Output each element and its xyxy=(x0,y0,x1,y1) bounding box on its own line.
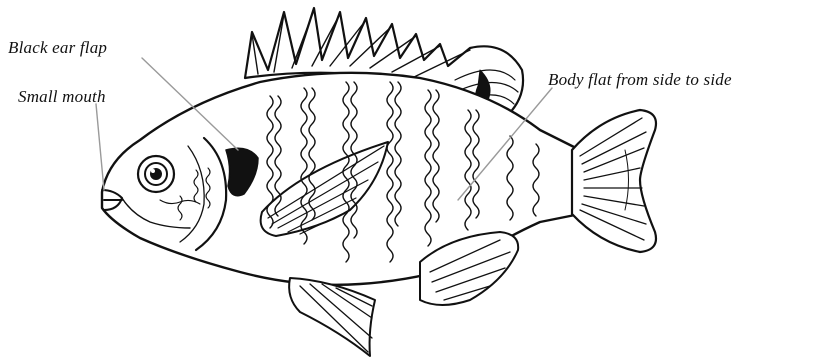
label-body-flat: Body flat from side to side xyxy=(548,70,732,90)
label-small-mouth: Small mouth xyxy=(18,87,106,107)
tail-fin xyxy=(572,110,656,252)
label-black-ear-flap: Black ear flap xyxy=(8,38,107,58)
leader-mouth xyxy=(96,104,104,190)
eye xyxy=(138,156,174,192)
pelvic-fin xyxy=(289,278,375,356)
